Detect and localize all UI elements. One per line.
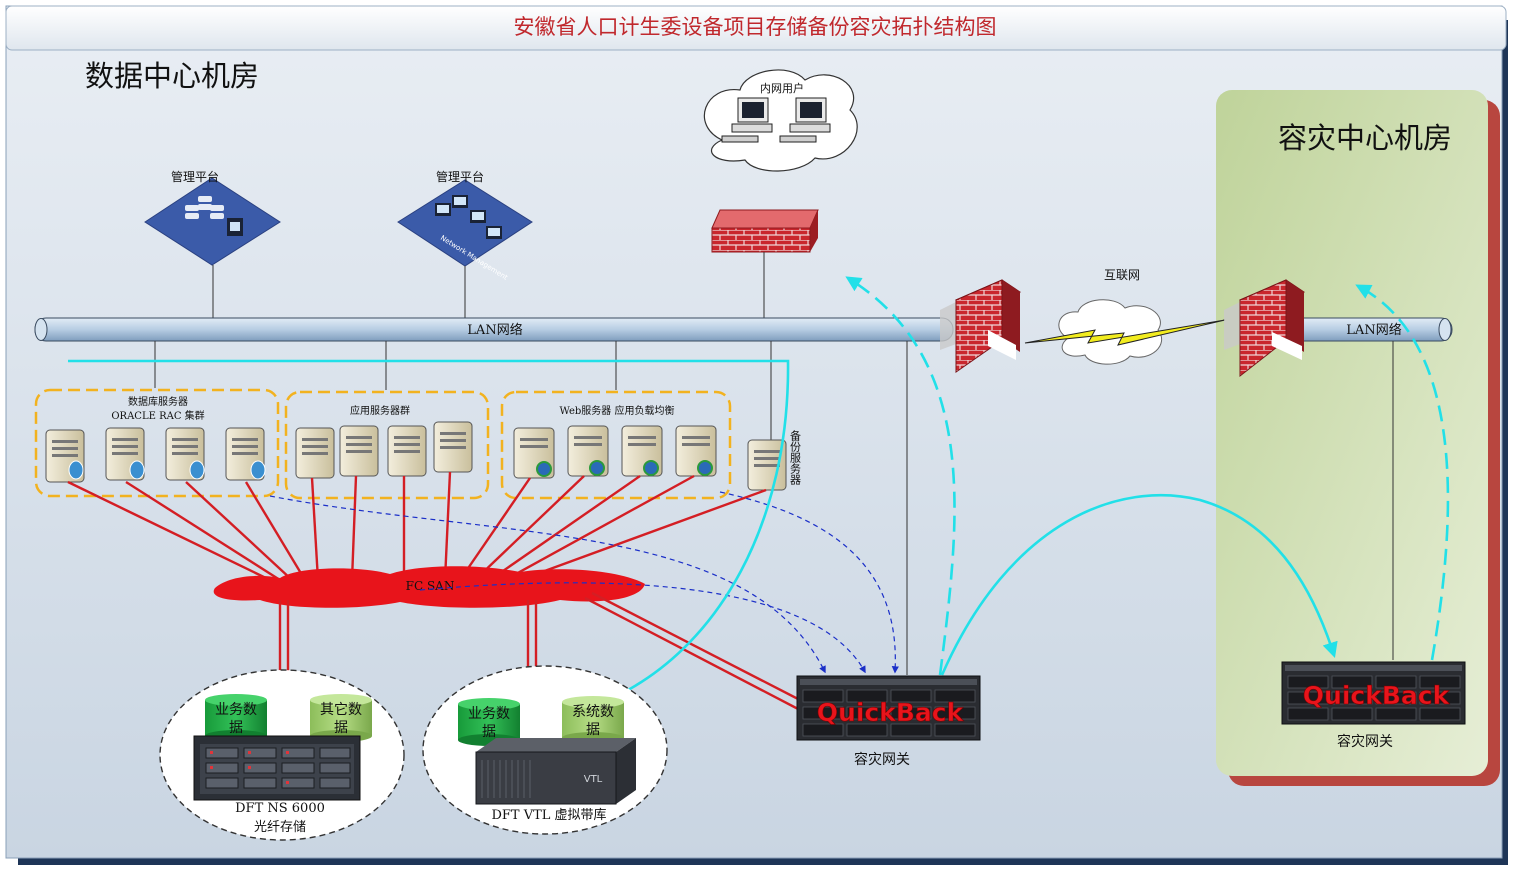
lan-pipe-right (1287, 317, 1453, 342)
gateway-left-label: 容灾网关 (854, 751, 910, 768)
app-server (387, 425, 427, 477)
app-server (295, 427, 335, 479)
web-server (567, 425, 609, 477)
storage2-db2-label: 系统数据 (572, 704, 614, 738)
fc-link (443, 471, 452, 581)
right-room-panel (1216, 90, 1488, 776)
fc-san-label: FC SAN (406, 579, 455, 593)
vtl-device-icon: VTL (475, 738, 636, 805)
intranet-users-label: 内网用户 (760, 81, 804, 95)
app-server (433, 421, 473, 473)
storage1-db2-label: 其它数据 (320, 701, 362, 736)
fc-link (459, 477, 531, 581)
firewall-icon (940, 279, 1022, 373)
backup-flow (269, 495, 826, 674)
fc-link (591, 591, 801, 702)
web-server (675, 425, 717, 477)
intranet-users-cloud: 内网用户 (703, 69, 858, 172)
backup-server (747, 439, 787, 491)
fc-link (310, 477, 320, 581)
vtl-brand-text: VTL (584, 774, 603, 785)
db-server (165, 427, 205, 481)
db-server-group (34, 388, 280, 498)
title-bar (5, 5, 1507, 51)
app-server-group (284, 390, 490, 500)
fc-link (504, 474, 695, 582)
replication-flow (940, 493, 1338, 676)
quickback-brand-left: QuickBack (817, 698, 965, 727)
replication-flow (845, 276, 956, 676)
mgmt-right-label: 管理平台 (436, 169, 484, 184)
storage2-name: DFT VTL 虚拟带库 (491, 807, 606, 823)
app-group-label: 应用服务器群 (350, 404, 410, 417)
quickback-gateway-right (1281, 661, 1466, 725)
quickback-gateway-left (796, 675, 981, 741)
internet-label: 互联网 (1104, 268, 1140, 282)
right-room-label: 容灾中心机房 (1278, 121, 1452, 155)
quickback-brand-right: QuickBack (1303, 681, 1451, 710)
lan-left-label: LAN网络 (467, 322, 522, 338)
replication-flow (1355, 284, 1450, 661)
web-server (621, 425, 663, 477)
storage-array-icon (193, 735, 361, 801)
app-server (339, 425, 379, 477)
mgmt-platform-left (144, 177, 281, 266)
web-group-label: Web服务器 应用负载均衡 (560, 404, 675, 417)
pc-icon (721, 97, 773, 143)
firewall-icon (711, 209, 819, 253)
storage1-name: DFT NS 6000 (235, 801, 325, 816)
left-room-label: 数据中心机房 (85, 59, 259, 93)
db-group-label-1: 数据库服务器 (128, 395, 188, 408)
db-server (45, 429, 85, 483)
firewall-icon (1224, 279, 1306, 378)
fc-link (519, 488, 767, 582)
storage1-sub: 光纤存储 (254, 820, 306, 835)
db-label-line2: 据 (586, 722, 600, 738)
fc-link (185, 481, 293, 581)
backup-flow (719, 491, 899, 674)
db-label-line2: 据 (482, 724, 496, 740)
lan-right-label: LAN网络 (1346, 322, 1401, 338)
db-label-line2: 据 (334, 720, 348, 736)
backup-flow (419, 582, 866, 674)
page-title: 安徽省人口计生委设备项目存储备份容灾拓扑结构图 (514, 15, 997, 39)
fc-link (350, 475, 358, 581)
database-icon (458, 698, 520, 746)
fc-link (584, 596, 801, 712)
fc-link (67, 480, 271, 582)
fc-link (244, 481, 307, 581)
backup-server-label: 备份服务器 (789, 429, 802, 486)
pc-icon (779, 97, 831, 143)
db-server (225, 427, 266, 481)
web-server-group (500, 390, 732, 500)
db-server (105, 427, 145, 481)
storage2-db1-label: 业务数据 (468, 706, 510, 740)
storage1-db1-label: 业务数据 (215, 702, 257, 736)
fc-link (125, 480, 281, 582)
db-group-label-2: ORACLE RAC 集群 (111, 409, 204, 422)
fc-link (489, 475, 641, 581)
gateway-right-label: 容灾网关 (1337, 733, 1393, 750)
replication-flow (68, 359, 790, 703)
mgmt-left-label: 管理平台 (171, 169, 219, 184)
web-server (513, 427, 555, 479)
internet-cloud (1058, 299, 1163, 365)
fc-link (474, 475, 585, 581)
db-label-line2: 据 (229, 720, 243, 736)
fc-san-cloud (213, 566, 645, 608)
